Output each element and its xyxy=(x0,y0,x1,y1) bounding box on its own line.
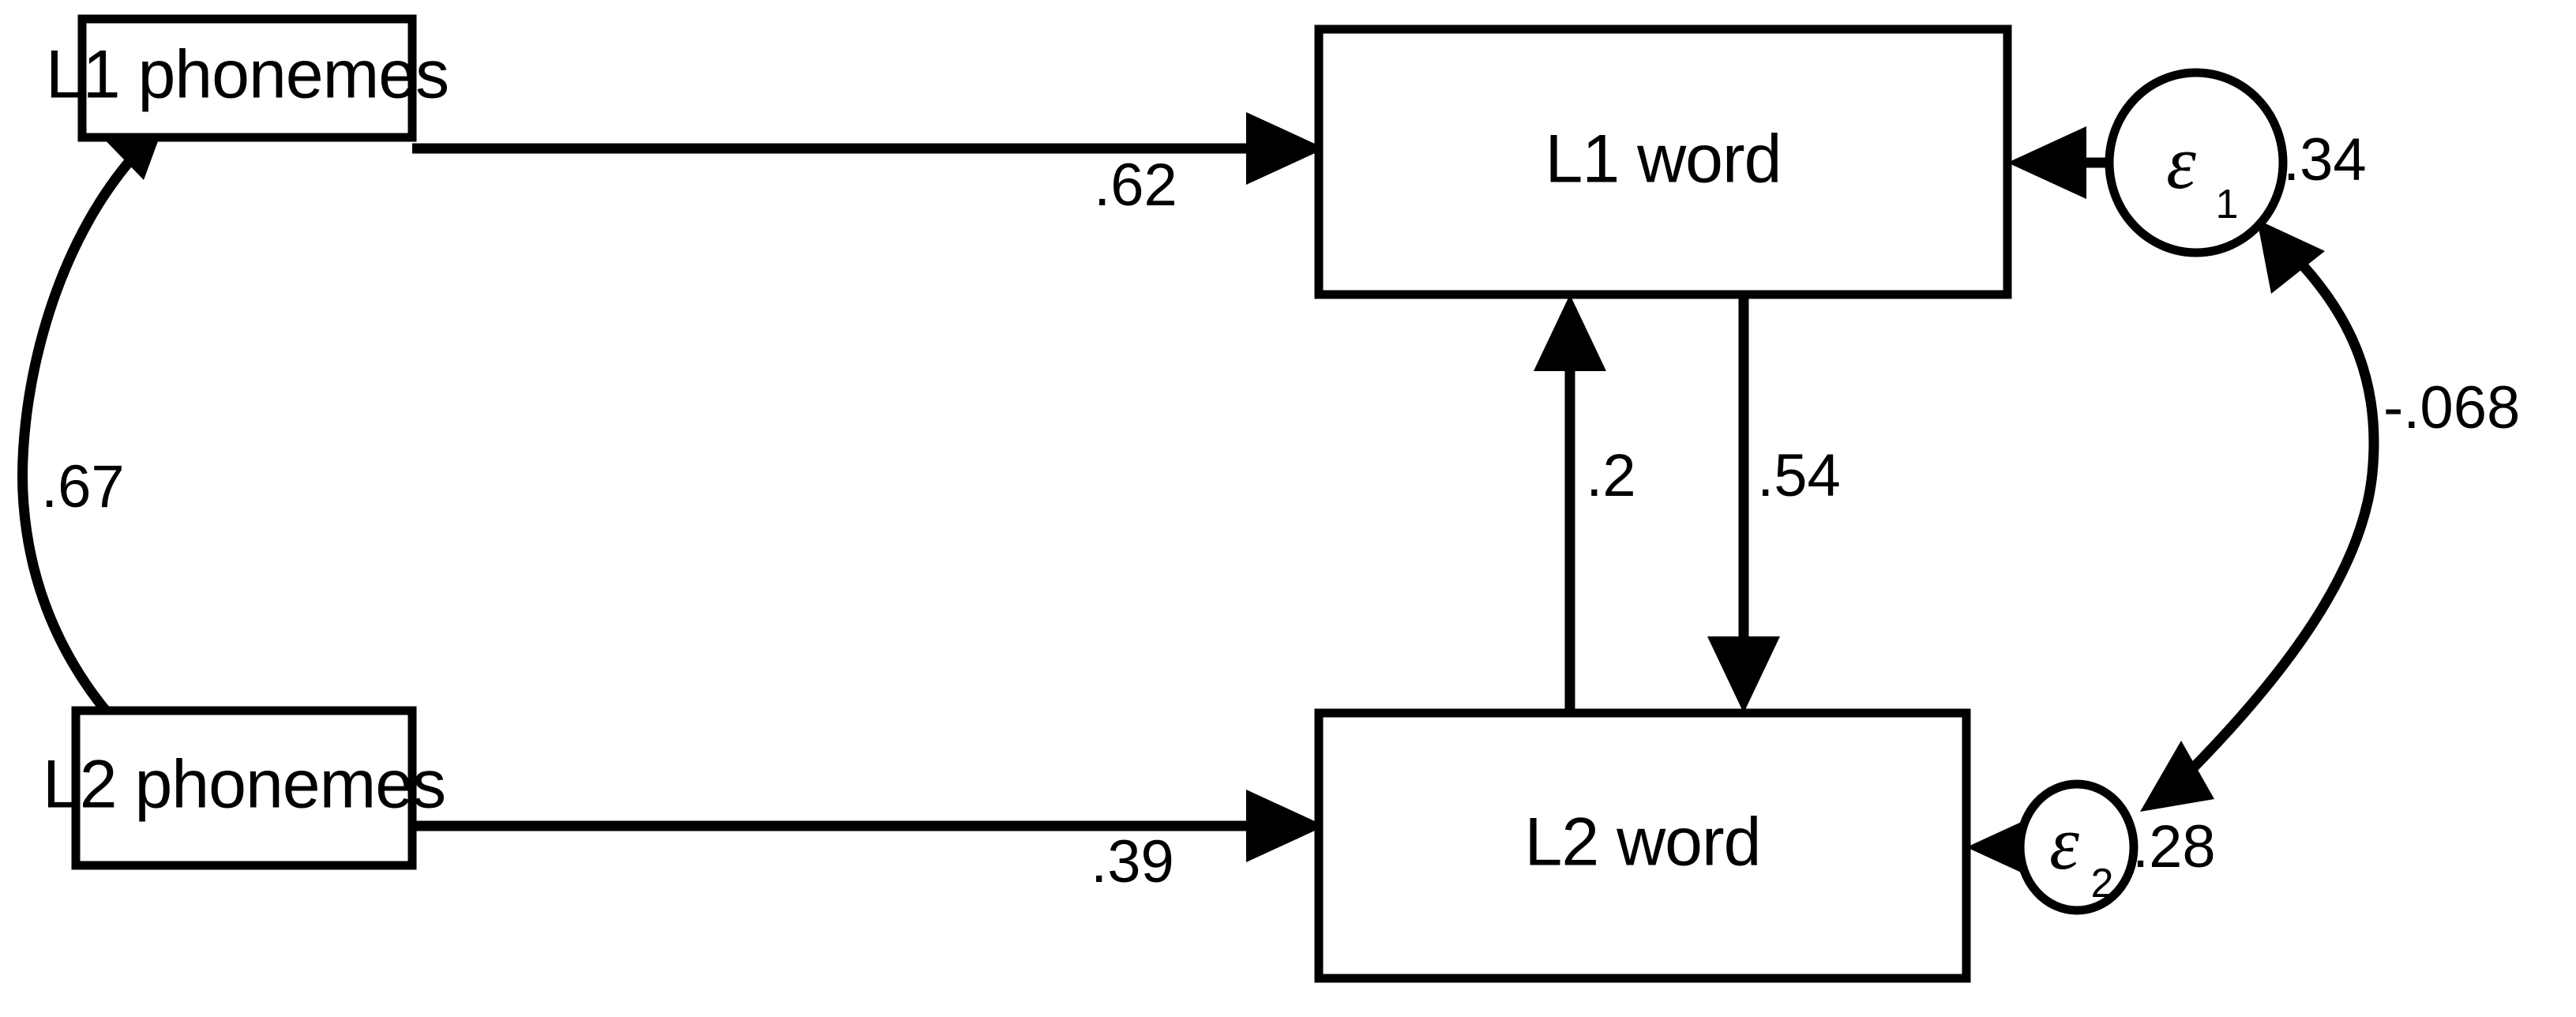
edge-l2word-to-l1word xyxy=(1534,295,1606,713)
node-error-2[interactable]: ε 2 xyxy=(2015,779,2139,915)
node-error-2-subscript: 2 xyxy=(2091,861,2114,906)
arrowhead-down-icon xyxy=(1707,636,1780,713)
arrowhead-upleft-icon xyxy=(2257,220,2325,294)
node-error-1-subscript: 1 xyxy=(2216,182,2239,227)
node-error-1-label: ε xyxy=(2166,120,2196,205)
coefficient-label-e1-l1word: .34 xyxy=(2283,126,2367,193)
arrowhead-right-icon xyxy=(1246,790,1325,862)
node-l1-phonemes-label: L1 phonemes xyxy=(46,37,449,113)
arrowhead-right-icon xyxy=(1246,112,1325,185)
edge-l2phonemes-to-l2word xyxy=(412,790,1325,862)
edge-l1word-to-l2word xyxy=(1707,295,1780,713)
node-l2-phonemes-label: L2 phonemes xyxy=(43,747,445,823)
edge-errors-covariance xyxy=(2140,220,2379,812)
coefficient-label-errors-covariance: -.068 xyxy=(2383,374,2520,441)
edge-l1phonemes-to-l1word xyxy=(412,112,1325,185)
coefficient-label-l2phonemes-l2word: .39 xyxy=(1091,828,1174,895)
edge-e1-to-l1word xyxy=(2007,126,2109,199)
edge-phonemes-covariance xyxy=(17,109,190,790)
node-l2-word[interactable]: L2 word xyxy=(1314,708,1971,983)
coefficient-label-e2-l2word: .28 xyxy=(2132,813,2216,880)
node-error-1[interactable]: ε 1 xyxy=(2105,68,2288,257)
coefficient-label-l1phonemes-l1word: .62 xyxy=(1094,152,1177,219)
node-l1-word[interactable]: L1 word xyxy=(1314,24,2012,299)
node-l1-phonemes[interactable]: L1 phonemes xyxy=(46,14,449,142)
node-l2-word-label: L2 word xyxy=(1525,805,1761,880)
node-error-2-label: ε xyxy=(2049,801,2079,885)
arrowhead-left-icon xyxy=(2007,126,2086,199)
coefficient-label-phonemes-covariance: .67 xyxy=(41,453,125,520)
node-l1-word-label: L1 word xyxy=(1545,122,1782,197)
node-l2-phonemes[interactable]: L2 phonemes xyxy=(43,706,446,870)
coefficient-label-l2word-l1word: .2 xyxy=(1586,442,1635,509)
arrowhead-up-icon xyxy=(1534,295,1606,371)
coefficient-label-l1word-l2word: .54 xyxy=(1757,442,1841,509)
arrowhead-downleft-icon xyxy=(2140,741,2214,812)
